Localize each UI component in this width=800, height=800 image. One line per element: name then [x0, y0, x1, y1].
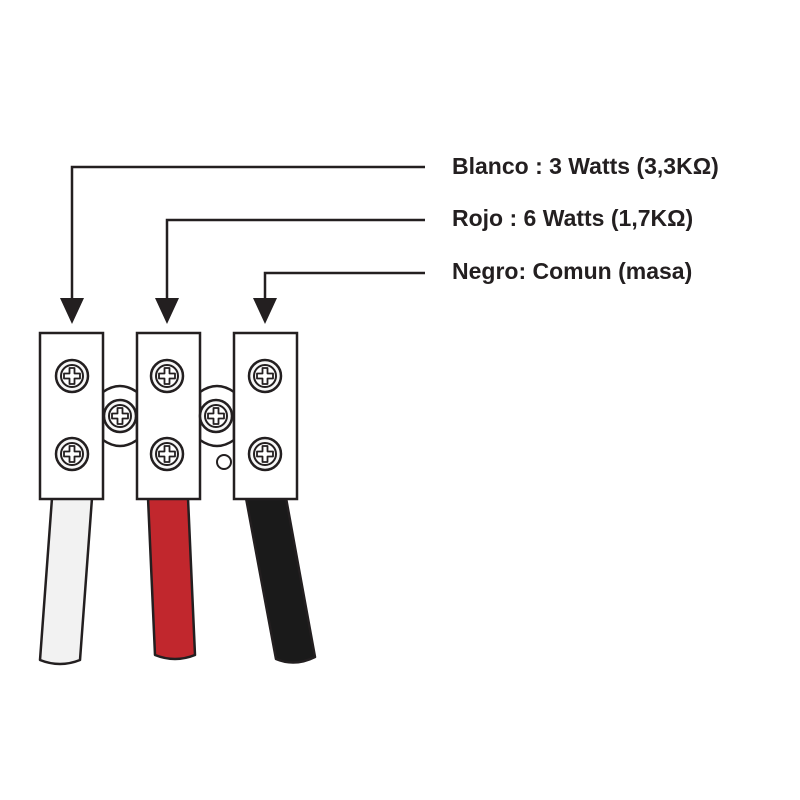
wire-white — [38, 496, 94, 666]
phillips-screw-icon — [102, 398, 138, 434]
phillips-screw-icon — [54, 436, 90, 472]
phillips-screw-icon — [198, 398, 234, 434]
phillips-screw-icon — [247, 436, 283, 472]
terminal-negro — [232, 331, 299, 501]
phillips-screw-icon — [149, 358, 185, 394]
terminal-blanco — [38, 331, 105, 501]
phillips-screw-icon — [247, 358, 283, 394]
label-negro: Negro: Comun (masa) — [452, 258, 693, 284]
leader-line-negro — [253, 271, 425, 324]
phillips-screw-icon — [149, 436, 185, 472]
label-blanco: Blanco : 3 Watts (3,3KΩ) — [452, 153, 719, 179]
phillips-screw-icon — [54, 358, 90, 394]
label-rojo: Rojo : 6 Watts (1,7KΩ) — [452, 205, 694, 231]
wire-black — [244, 496, 317, 664]
leader-line-blanco — [60, 165, 425, 324]
leader-line-rojo — [155, 218, 425, 324]
mounting-hole — [216, 454, 232, 470]
wire-red — [146, 496, 197, 661]
terminal-rojo — [135, 331, 202, 501]
